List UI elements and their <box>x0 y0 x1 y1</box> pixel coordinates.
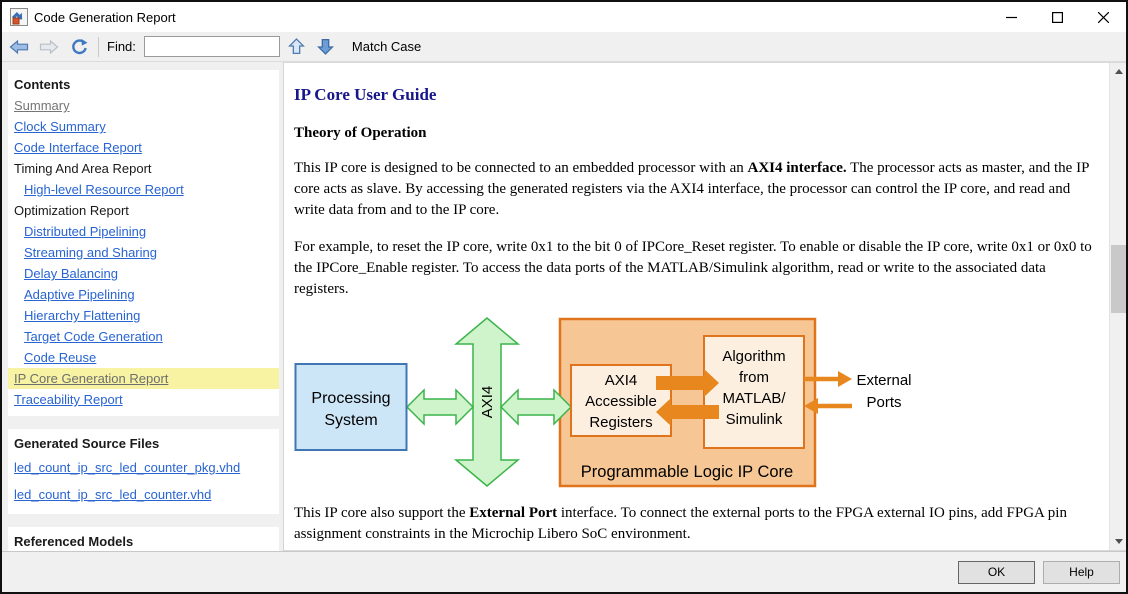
sidebar-item[interactable]: Streaming and Sharing <box>24 245 157 260</box>
window-title: Code Generation Report <box>34 9 176 25</box>
paragraph-2: For example, to reset the IP core, write… <box>294 239 1092 297</box>
sidebar-item[interactable]: Distributed Pipelining <box>24 224 147 239</box>
axi4-bus-arrow <box>453 317 521 487</box>
ip-core-diagram-svg: Processing System AXI4 AXI4 Accessible R… <box>294 317 912 488</box>
generated-file-link[interactable]: led_count_ip_src_led_counter_pkg.vhd <box>14 460 241 475</box>
triangle-up-icon <box>1114 69 1123 74</box>
document: IP Core User Guide Theory of Operation T… <box>284 63 1096 545</box>
algorithm-label-2: from <box>739 369 769 386</box>
sidebar-item[interactable]: IP Core Generation Report <box>8 368 279 389</box>
toolbar-separator <box>98 36 99 57</box>
sidebar-item[interactable]: High-level Resource Report <box>24 182 184 197</box>
find-next-button[interactable] <box>314 36 338 58</box>
generated-file-link[interactable]: led_count_ip_src_led_counter.vhd <box>14 487 212 502</box>
paragraph-3-bold: External Port <box>469 505 558 521</box>
registers-to-algorithm-arrow <box>656 369 719 397</box>
up-arrow-icon <box>288 38 306 55</box>
back-button[interactable] <box>6 36 32 58</box>
registers-label-2: Accessible <box>585 393 657 410</box>
sidebar-item[interactable]: Hierarchy Flattening <box>24 308 141 323</box>
sidebar-item[interactable]: Clock Summary <box>14 119 106 134</box>
report-content-pane: IP Core User Guide Theory of Operation T… <box>283 62 1126 551</box>
sidebar-item[interactable]: Traceability Report <box>14 392 123 407</box>
paragraph-3: This IP core also support the External P… <box>294 503 1096 545</box>
registers-label-3: Registers <box>589 414 652 431</box>
generated-files-header: Generated Source Files <box>14 436 160 451</box>
algorithm-label-4: Simulink <box>726 411 783 428</box>
sidebar-item: Timing And Area Report <box>14 161 152 176</box>
registers-label-1: AXI4 <box>605 372 638 389</box>
referenced-models-header: Referenced Models <box>14 534 134 549</box>
refresh-button[interactable] <box>66 36 92 58</box>
sidebar-item[interactable]: Summary <box>14 98 70 113</box>
find-previous-button[interactable] <box>285 36 309 58</box>
sidebar-item[interactable]: Adaptive Pipelining <box>24 287 135 302</box>
scrollbar-down-button[interactable] <box>1110 533 1126 550</box>
minimize-icon <box>1005 16 1017 18</box>
forward-arrow-icon <box>39 39 59 54</box>
scrollbar-up-button[interactable] <box>1110 63 1126 80</box>
section-heading: Theory of Operation <box>294 125 427 141</box>
title-bar: Code Generation Report <box>2 2 1126 32</box>
page-title: IP Core User Guide <box>294 85 437 104</box>
algorithm-to-registers-arrow <box>656 398 719 426</box>
external-ports-label-2: Ports <box>866 394 901 411</box>
generated-files-list: led_count_ip_src_led_counter_pkg.vhd led_… <box>8 454 279 508</box>
paragraph-1-text: This IP core is designed to be connected… <box>294 160 748 176</box>
triangle-down-icon <box>1114 539 1123 544</box>
minimize-button[interactable] <box>988 2 1034 32</box>
sidebar-item[interactable]: Code Interface Report <box>14 140 142 155</box>
match-case-toggle[interactable]: Match Case <box>351 39 422 54</box>
contents-header: Contents <box>14 77 71 92</box>
find-toolbar: Find: Match Case <box>2 32 1126 62</box>
close-icon <box>1097 11 1109 23</box>
sidebar-item: Optimization Report <box>14 203 129 218</box>
paragraph-1: This IP core is designed to be connected… <box>294 158 1096 221</box>
refresh-icon <box>71 38 87 54</box>
processing-system-label-2: System <box>324 412 377 429</box>
external-ports-label-1: External <box>856 372 911 389</box>
axi4-bus-label: AXI4 <box>479 386 496 419</box>
find-label: Find: <box>107 39 136 54</box>
dialog-footer: OK Help <box>2 551 1126 592</box>
referenced-models-panel: Referenced Models <box>8 527 279 551</box>
external-out-arrowhead <box>838 371 852 387</box>
maximize-button[interactable] <box>1034 2 1080 32</box>
external-in-arrowhead <box>804 398 818 414</box>
processing-system-box <box>294 363 408 451</box>
find-input[interactable] <box>143 36 280 57</box>
help-button[interactable]: Help <box>1043 560 1120 584</box>
close-button[interactable] <box>1080 2 1126 32</box>
axi4-registers-box <box>570 364 672 437</box>
algorithm-label-3: MATLAB/ <box>722 390 786 407</box>
algorithm-label-1: Algorithm <box>722 348 785 365</box>
algorithm-box <box>703 335 805 449</box>
ip-core-diagram: Processing System AXI4 AXI4 Accessible R… <box>294 316 1096 495</box>
generated-files-panel: Generated Source Files led_count_ip_src_… <box>8 429 279 514</box>
app-icon <box>10 8 28 26</box>
forward-button[interactable] <box>36 36 62 58</box>
sidebar-item[interactable]: Delay Balancing <box>24 266 118 281</box>
maximize-icon <box>1051 11 1063 23</box>
vertical-scrollbar[interactable] <box>1109 63 1126 550</box>
scrollbar-thumb[interactable] <box>1111 245 1126 313</box>
sidebar-item[interactable]: Code Reuse <box>24 350 97 365</box>
sidebar-item[interactable]: Target Code Generation <box>24 329 163 344</box>
processing-system-label: Processing <box>311 390 390 407</box>
paragraph-3-text: This IP core also support the <box>294 505 470 521</box>
paragraph-1-text-cont: The processor acts as master, and the IP… <box>294 160 1089 218</box>
ok-button[interactable]: OK <box>958 560 1035 584</box>
programmable-logic-label: Programmable Logic IP Core <box>581 463 793 481</box>
down-arrow-icon <box>317 38 335 55</box>
ps-to-bus-arrow <box>405 388 475 426</box>
paragraph-1-bold: AXI4 interface. <box>747 160 847 176</box>
back-arrow-icon <box>9 39 29 54</box>
paragraph-3-text-cont: interface. To connect the external ports… <box>294 505 1067 542</box>
